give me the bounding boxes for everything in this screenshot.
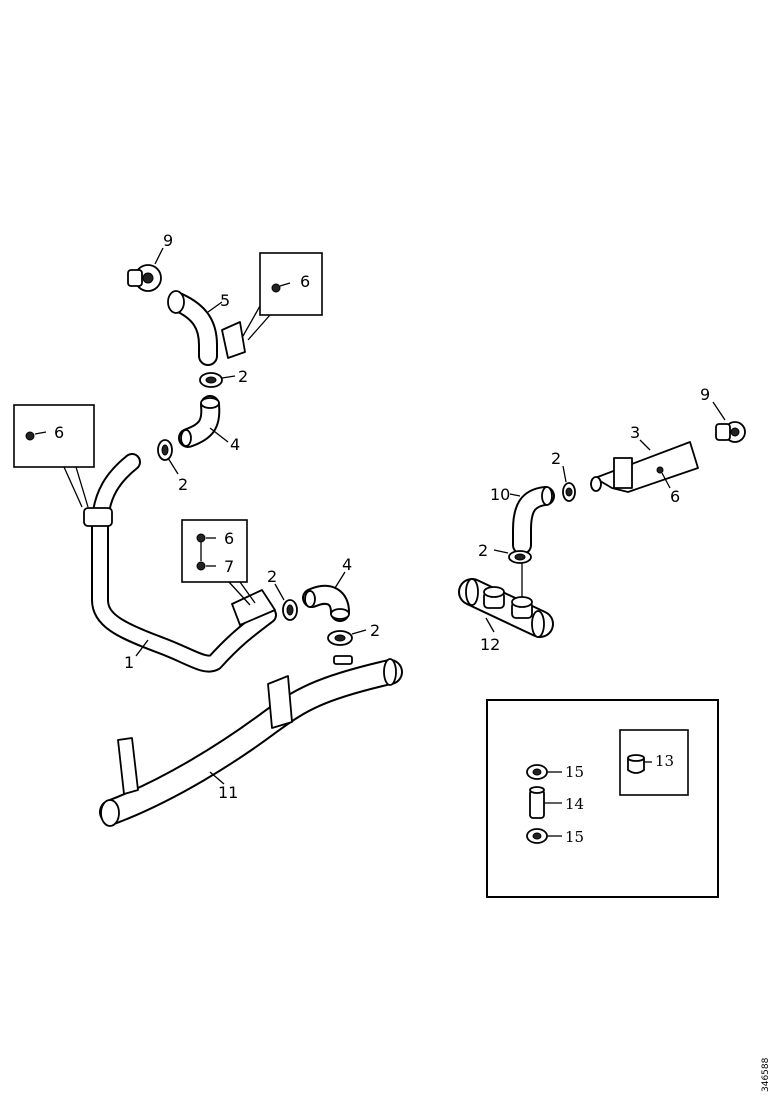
label-15-bottom: 15 xyxy=(565,828,584,846)
part-12-tee xyxy=(458,578,554,638)
document-code: 346588 xyxy=(761,1057,771,1092)
label-10: 10 xyxy=(490,485,510,504)
detail-box-6-left xyxy=(13,404,95,508)
part-9-fitting-top xyxy=(127,247,164,292)
detail-box-6-7 xyxy=(181,519,256,606)
label-4-upper: 4 xyxy=(230,435,240,454)
label-6-mid: 6 xyxy=(224,529,234,548)
label-9-right: 9 xyxy=(700,385,710,404)
label-2-left: 2 xyxy=(178,475,188,494)
label-15-top: 15 xyxy=(565,763,584,781)
part-1-pipe xyxy=(83,453,277,673)
part-5-elbow-hose xyxy=(167,290,246,366)
label-2-top: 2 xyxy=(238,367,248,386)
detail-box-6-top xyxy=(242,252,323,341)
clamp-2-mid xyxy=(274,583,298,621)
label-4-mid: 4 xyxy=(342,555,352,574)
label-9-top: 9 xyxy=(163,231,173,250)
label-11: 11 xyxy=(218,783,238,802)
label-3: 3 xyxy=(630,423,640,442)
label-6-right: 6 xyxy=(670,487,680,506)
clamp-2-left xyxy=(157,439,179,475)
part-4-elbow-mid xyxy=(302,571,350,622)
label-2-mid: 2 xyxy=(267,567,277,586)
label-2-right-left: 2 xyxy=(478,541,488,560)
label-5: 5 xyxy=(220,291,230,310)
label-6-left: 6 xyxy=(54,423,64,442)
label-13: 13 xyxy=(655,752,674,770)
label-7: 7 xyxy=(224,557,234,576)
label-2-right-mid: 2 xyxy=(370,621,380,640)
part-10-elbow xyxy=(509,486,555,555)
clamp-2-right-top xyxy=(562,465,576,502)
part-3-bracket xyxy=(590,439,699,493)
label-6-top: 6 xyxy=(300,272,310,291)
inset-box xyxy=(486,699,719,898)
clamp-2-right-left xyxy=(493,549,532,600)
part-9-fitting-right xyxy=(712,401,746,443)
label-1: 1 xyxy=(124,653,134,672)
label-2-right-top: 2 xyxy=(551,449,561,468)
label-12: 12 xyxy=(480,635,500,654)
part-11-pipe xyxy=(99,655,403,827)
label-14: 14 xyxy=(565,795,584,813)
clamp-2-top xyxy=(199,372,236,388)
clamp-2-right-mid xyxy=(327,629,367,646)
part-4-elbow-upper xyxy=(178,395,229,448)
